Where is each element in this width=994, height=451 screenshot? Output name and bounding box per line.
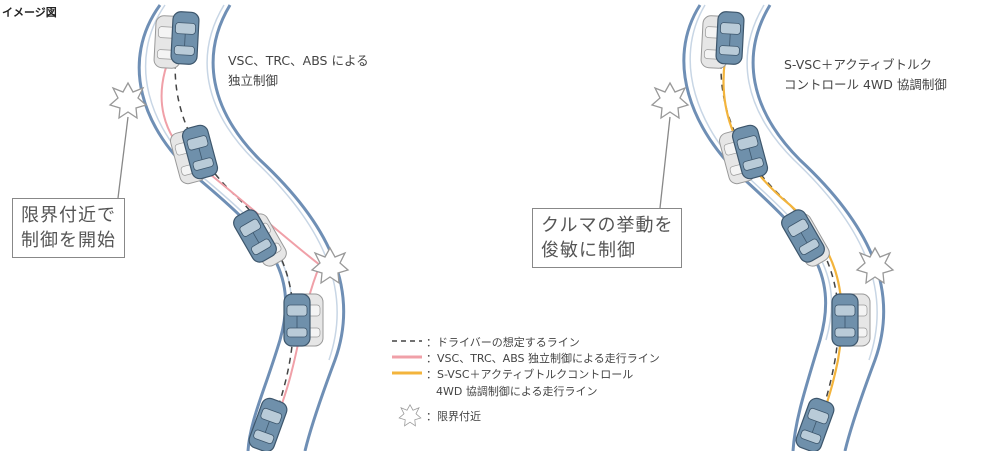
right-limit-star-2 (856, 247, 894, 284)
right-road (651, 4, 894, 451)
left-description-line1: VSC、TRC、ABS による (228, 53, 369, 68)
left-callout-line2: 制御を開始 (21, 230, 116, 251)
legend-star-label: ：限界付近 (426, 410, 481, 423)
left-limit-star-2 (311, 247, 349, 284)
right-callout-line1: クルマの挙動を (541, 215, 674, 236)
left-vsc-line (160, 44, 322, 441)
legend-marks (392, 340, 422, 427)
right-road-outer-edge (751, 4, 886, 451)
left-road (109, 4, 349, 451)
diagram-title: イメージ図 (2, 6, 57, 19)
left-driver-line (174, 29, 295, 441)
right-callout: クルマの挙動を 俊敏に制御 (532, 208, 683, 268)
legend-orange-label-line1: ：S-VSC＋アクティブトルクコントロール (426, 368, 634, 381)
right-callout-line2: 俊敏に制御 (541, 240, 636, 261)
left-description-line2: 独立制御 (228, 73, 279, 88)
left-callout: 限界付近で 制御を開始 (12, 198, 125, 258)
left-road-outer-edge (211, 4, 346, 451)
legend-dashed-label: ：ドライバーの想定するライン (426, 336, 580, 349)
right-limit-star-1 (651, 82, 689, 119)
legend-orange-label-line2: 4WD 協調制御による走行ライン (436, 385, 598, 398)
right-description-line1: S-VSC＋アクティブトルク (784, 57, 933, 72)
legend-pink-label: ：VSC、TRC、ABS 独立制御による走行ライン (426, 352, 660, 365)
left-callout-line1: 限界付近で (21, 205, 116, 226)
legend-star-icon (398, 404, 422, 427)
right-description-line2: コントロール 4WD 協調制御 (784, 77, 947, 92)
